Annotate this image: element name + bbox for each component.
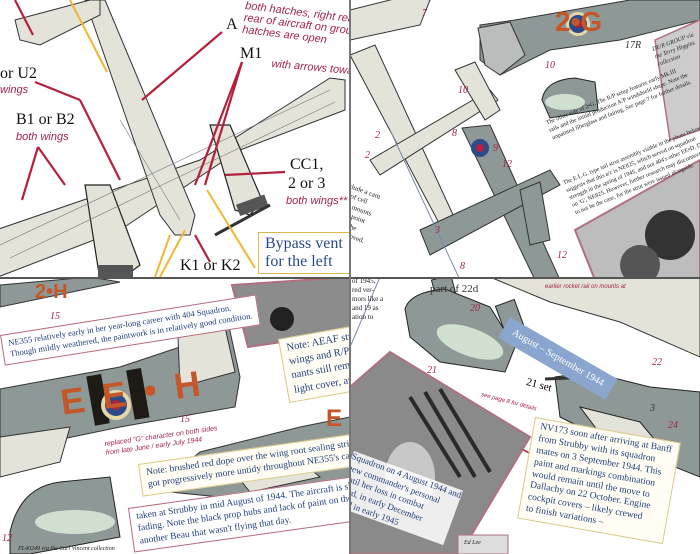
red-leader-arrows [14, 0, 286, 263]
fragment-line: of 1945, [352, 277, 376, 285]
yellow-leader-arrows [69, 0, 256, 277]
detail-number: 22 [652, 357, 662, 368]
fragment-line: and 19 as [352, 304, 379, 313]
aircraft-side-profiles [0, 277, 350, 554]
page-number: 9 [493, 143, 498, 154]
label-b1-b2: B1 or B2 [16, 111, 75, 128]
page-number: 2 [375, 130, 380, 141]
callout-17r: 17R [625, 40, 642, 51]
partial-code-e: E [326, 405, 343, 432]
detail-number: 3 [650, 403, 655, 414]
nose-page-number: 12 [2, 533, 12, 544]
roundel-icon [101, 390, 131, 420]
quadrant-divider [349, 0, 351, 554]
label-cc1: CC1, [290, 156, 324, 173]
photo-credit: PL40249 via the Carl Vincent collection [18, 546, 115, 552]
page-number: 7 [422, 8, 427, 19]
top-left-fragment: of 1945, red ver- mors like a and 19 as … [352, 277, 383, 322]
fragment-line: mors like a [352, 295, 384, 304]
detail-number: 24 [668, 420, 678, 431]
side-note: earlier rocket rail on mounts at [545, 284, 626, 290]
bypass-line: for the left [265, 253, 333, 270]
tail-codes: 2•G [555, 6, 603, 37]
strip-code: 2•H [35, 281, 68, 303]
bypass-vent-box: Bypass vent for the left [258, 232, 350, 274]
label-u2-note: wings [0, 84, 29, 96]
strip-page-number: 15 [50, 311, 60, 322]
page-number: 10 [545, 60, 555, 71]
label-cc-2or3: 2 or 3 [288, 175, 326, 192]
label-m1: M1 [240, 45, 263, 62]
page-number: 3 [435, 225, 440, 236]
fragment-line: red ver- [352, 286, 374, 295]
page-number: 8 [452, 128, 457, 139]
label-cc-note: both wings** [286, 195, 348, 207]
page-number: 12 [557, 250, 567, 261]
page-top-right-profiles: 2•G 17R 10 10 8 9 12 3 8 12 2 2 7 The ot… [350, 0, 700, 277]
part-reference: part of 22d [430, 283, 479, 295]
label-b1-b2-note: both wings [16, 131, 69, 143]
photo-credit: Ed Lee [464, 540, 481, 546]
label-k1-k2: K1 or K2 [180, 257, 241, 274]
fragment-line: ation to [352, 313, 374, 322]
bypass-line: Bypass vent [265, 235, 343, 252]
label-u2: or U2 [0, 65, 37, 82]
page-number: 2 [365, 150, 370, 161]
page-top-left-plan-view: both hatches, right reading f rear of ai… [0, 0, 350, 277]
page-number: 8 [460, 261, 465, 272]
main-page-number: 15 [180, 414, 190, 425]
roundel-icon [566, 12, 590, 36]
page-bottom-left-profiles: 2•H 15 NE355 relatively early in her yea… [0, 277, 350, 554]
page-bottom-right-profiles: August – September 1944 part of 22d earl… [350, 277, 700, 554]
aircraft-plan-view-drawing [0, 0, 346, 277]
aircraft-profiles-drawing [350, 0, 700, 277]
page-number: 12 [502, 159, 512, 170]
detail-number: 21 [427, 365, 437, 376]
page-number: 10 [458, 85, 468, 96]
label-a: A [226, 16, 238, 33]
detail-number: 20 [470, 303, 480, 314]
